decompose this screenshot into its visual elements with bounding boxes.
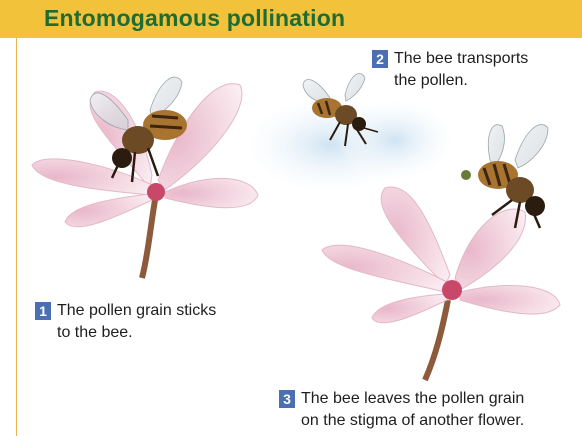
step-2-badge: 2 — [372, 50, 388, 68]
step-3-badge: 3 — [279, 390, 295, 408]
step-1-caption: 1 The pollen grain sticks to the bee. — [35, 300, 265, 344]
step-2-line-2: the pollen. — [372, 70, 582, 92]
title-bar: Entomogamous pollination — [0, 0, 582, 38]
pollination-illustration — [0, 38, 582, 436]
flower-illustration-2 — [322, 187, 560, 380]
step-3-line-2: on the stigma of another flower. — [279, 410, 579, 432]
step-3-line-1: The bee leaves the pollen grain — [301, 390, 524, 407]
step-2-caption: 2 The bee transports the pollen. — [372, 48, 582, 92]
step-2-line-1: The bee transports — [394, 50, 528, 67]
step-1-line-1: The pollen grain sticks — [57, 302, 216, 319]
step-1-badge: 1 — [35, 302, 51, 320]
flower-illustration-1 — [32, 84, 258, 278]
page-title: Entomogamous pollination — [44, 5, 345, 32]
step-3-caption: 3 The bee leaves the pollen grain on the … — [279, 388, 579, 432]
step-1-line-2: to the bee. — [35, 322, 265, 344]
